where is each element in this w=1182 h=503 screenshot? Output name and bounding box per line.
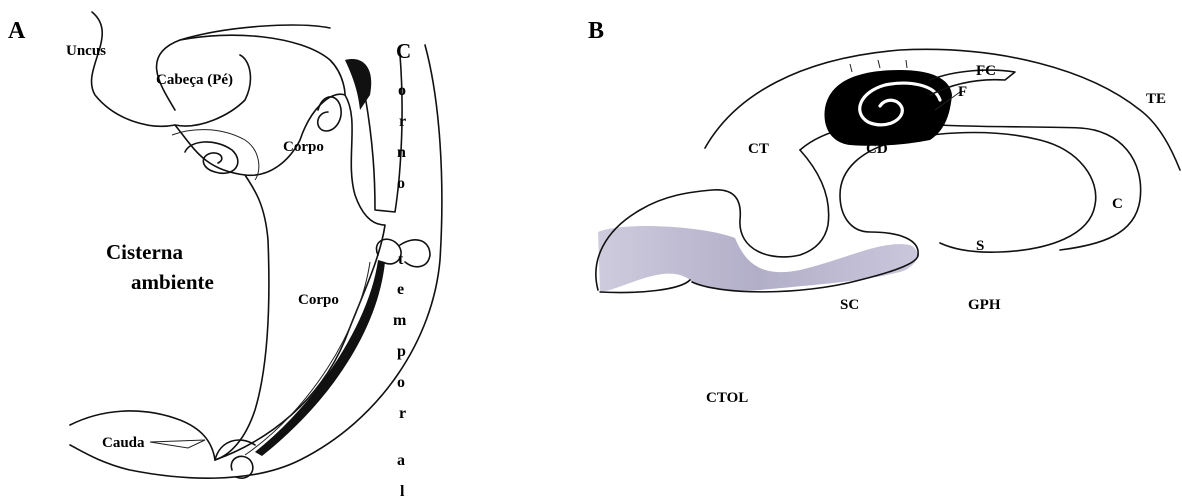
temporal-letter: o <box>397 374 405 391</box>
label-uncus: Uncus <box>66 43 106 59</box>
cisterna-boundary <box>70 175 269 460</box>
cauda-pointer <box>150 440 205 448</box>
upper-corpo-spiral <box>318 97 341 131</box>
label-sc: SC <box>840 297 859 313</box>
temporal-letter: e <box>397 281 404 298</box>
panel-a-letter: A <box>8 18 26 44</box>
label-f: F <box>958 84 967 100</box>
label-c: C <box>1112 196 1123 212</box>
corno-letter: r <box>399 113 406 130</box>
label-cd: CD <box>866 141 888 157</box>
temporal-letter: t <box>398 251 404 268</box>
subiculum-shading <box>598 226 917 292</box>
label-ct: CT <box>748 141 769 157</box>
label-ambiente: ambiente <box>131 270 214 294</box>
panel-b-letter: B <box>588 18 604 44</box>
label-s: S <box>976 238 984 254</box>
label-fc: FC <box>976 63 996 79</box>
temporal-letter: l <box>400 483 405 500</box>
corno-letter: C <box>396 39 411 63</box>
panel-b: B FC F TE CT CD C S SC GPH CTOL <box>588 18 1180 406</box>
temporal-letter: p <box>397 343 406 360</box>
dentate-gyrus-dark <box>824 70 952 146</box>
label-te: TE <box>1146 91 1166 107</box>
label-temporal: t e m p o r a l <box>393 251 407 500</box>
label-cauda: Cauda <box>102 435 145 451</box>
corno-letter: n <box>397 144 406 161</box>
label-corpo-lower: Corpo <box>298 292 339 308</box>
temporal-letter: a <box>397 452 405 469</box>
label-cisterna: Cisterna <box>106 240 183 264</box>
temporal-letter: r <box>399 405 406 422</box>
label-ctol: CTOL <box>706 390 748 406</box>
temporal-letter: m <box>393 312 407 329</box>
label-corpo-upper: Corpo <box>283 139 324 155</box>
label-cabeca: Cabeça (Pé) <box>156 72 233 88</box>
label-gph: GPH <box>968 297 1001 313</box>
corno-letter: o <box>398 82 406 99</box>
corno-letter: o <box>397 175 405 192</box>
panel-a: A Uncus Cabeça (Pé) Corpo Corpo Cisterna… <box>8 12 442 500</box>
label-corno: C o r n o <box>396 39 411 192</box>
